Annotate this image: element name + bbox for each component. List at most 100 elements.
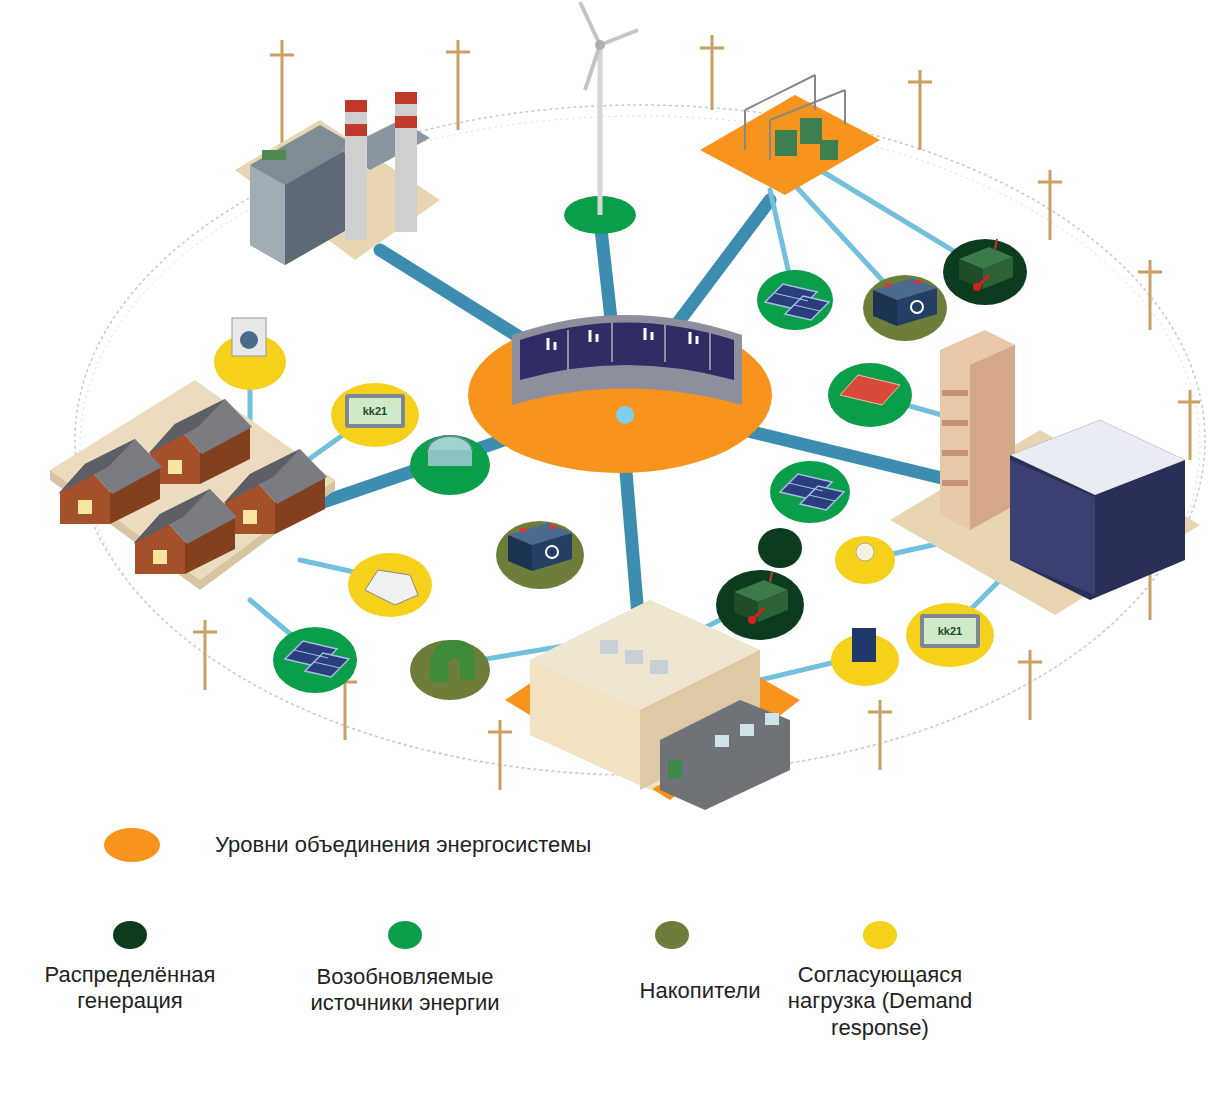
factory bbox=[505, 600, 800, 810]
power-plant bbox=[250, 165, 285, 265]
office-buildings bbox=[1010, 460, 1095, 595]
factory bbox=[600, 640, 668, 674]
factory bbox=[740, 724, 754, 736]
office-buildings bbox=[970, 345, 1015, 530]
home-devices bbox=[365, 570, 418, 605]
power-plant bbox=[345, 100, 367, 112]
factory bbox=[668, 760, 682, 778]
legend-swatch bbox=[863, 921, 897, 949]
home-devices bbox=[232, 318, 266, 356]
houses bbox=[223, 449, 327, 534]
factory bbox=[625, 650, 643, 664]
pole bbox=[908, 81, 932, 84]
substation bbox=[744, 110, 746, 150]
control-centre bbox=[696, 336, 699, 344]
substation-devices bbox=[943, 239, 1027, 305]
office-devices bbox=[780, 474, 844, 510]
substation bbox=[700, 75, 880, 195]
substation bbox=[800, 118, 822, 144]
office-buildings bbox=[942, 480, 968, 486]
legend-text: Уровни объединения энергосистемы bbox=[215, 832, 975, 858]
houses bbox=[58, 439, 162, 524]
control-centre bbox=[689, 332, 692, 344]
office-buildings bbox=[1010, 420, 1185, 600]
control-centre bbox=[664, 322, 666, 362]
factory bbox=[765, 713, 779, 725]
power-lines bbox=[75, 105, 1205, 775]
power-lines bbox=[80, 116, 1200, 776]
home-devices bbox=[410, 640, 490, 700]
control-centre bbox=[651, 332, 654, 340]
pole bbox=[193, 35, 1200, 790]
control-centre bbox=[611, 322, 613, 362]
substation bbox=[745, 75, 815, 110]
home-devices bbox=[496, 521, 584, 589]
pole bbox=[711, 35, 714, 110]
spoke bbox=[300, 200, 950, 640]
control-centre bbox=[568, 322, 710, 370]
power-plant bbox=[235, 92, 440, 265]
legend-swatch bbox=[113, 921, 147, 949]
office-buildings bbox=[942, 390, 968, 396]
substation-devices bbox=[757, 239, 1027, 341]
office-buildings bbox=[942, 450, 968, 456]
office-devices bbox=[852, 628, 876, 662]
office-devices bbox=[734, 572, 788, 624]
legend-text: Согласующаяся нагрузка (Demand response) bbox=[773, 962, 988, 1041]
office-devices bbox=[920, 614, 980, 648]
pole bbox=[700, 47, 724, 50]
office-devices bbox=[716, 570, 804, 640]
home-devices bbox=[345, 394, 405, 428]
pole bbox=[488, 731, 512, 734]
power-plant bbox=[250, 125, 355, 265]
wind-turbine bbox=[585, 45, 600, 90]
control-centre bbox=[567, 330, 569, 370]
pole bbox=[1018, 661, 1042, 664]
meter-reading: kk21 bbox=[363, 406, 387, 417]
office-devices bbox=[828, 363, 912, 427]
control-centre bbox=[512, 315, 742, 405]
office-devices bbox=[840, 375, 900, 405]
home-devices bbox=[410, 435, 490, 495]
pole bbox=[1178, 401, 1200, 404]
substation bbox=[700, 95, 880, 195]
office-buildings bbox=[942, 420, 968, 426]
home-devices bbox=[285, 641, 349, 677]
power-plant bbox=[345, 100, 367, 240]
substation bbox=[745, 75, 845, 160]
houses bbox=[133, 489, 237, 574]
pole bbox=[193, 631, 217, 634]
substation bbox=[769, 120, 771, 160]
control-centre bbox=[616, 406, 634, 424]
home-devices bbox=[508, 523, 572, 571]
control-centre bbox=[468, 315, 772, 473]
legend-text: Возобновляемые источники энергии bbox=[310, 964, 500, 1017]
control-centre bbox=[554, 342, 557, 350]
substation-devices bbox=[873, 278, 937, 326]
power-plant bbox=[262, 150, 286, 160]
home-devices bbox=[348, 553, 432, 617]
wind-turbine bbox=[564, 2, 638, 234]
substation-devices bbox=[959, 239, 1013, 291]
houses bbox=[50, 380, 335, 580]
control-centre bbox=[644, 328, 647, 340]
pole bbox=[1038, 181, 1062, 184]
wind-turbine bbox=[600, 30, 638, 45]
control-centre bbox=[547, 338, 550, 350]
office-devices bbox=[906, 603, 994, 667]
substation bbox=[775, 130, 797, 156]
power-lines bbox=[75, 105, 1205, 776]
power-plant bbox=[395, 116, 417, 128]
substation bbox=[814, 75, 816, 110]
home-devices bbox=[430, 640, 475, 682]
office-buildings bbox=[890, 330, 1200, 615]
factory bbox=[715, 713, 779, 747]
substation bbox=[844, 90, 846, 125]
home-devices bbox=[331, 383, 419, 447]
power-plant bbox=[395, 92, 417, 104]
factory bbox=[715, 735, 729, 747]
legend-text: Распределённая генерация bbox=[5, 962, 255, 1015]
substation-devices bbox=[863, 275, 947, 341]
